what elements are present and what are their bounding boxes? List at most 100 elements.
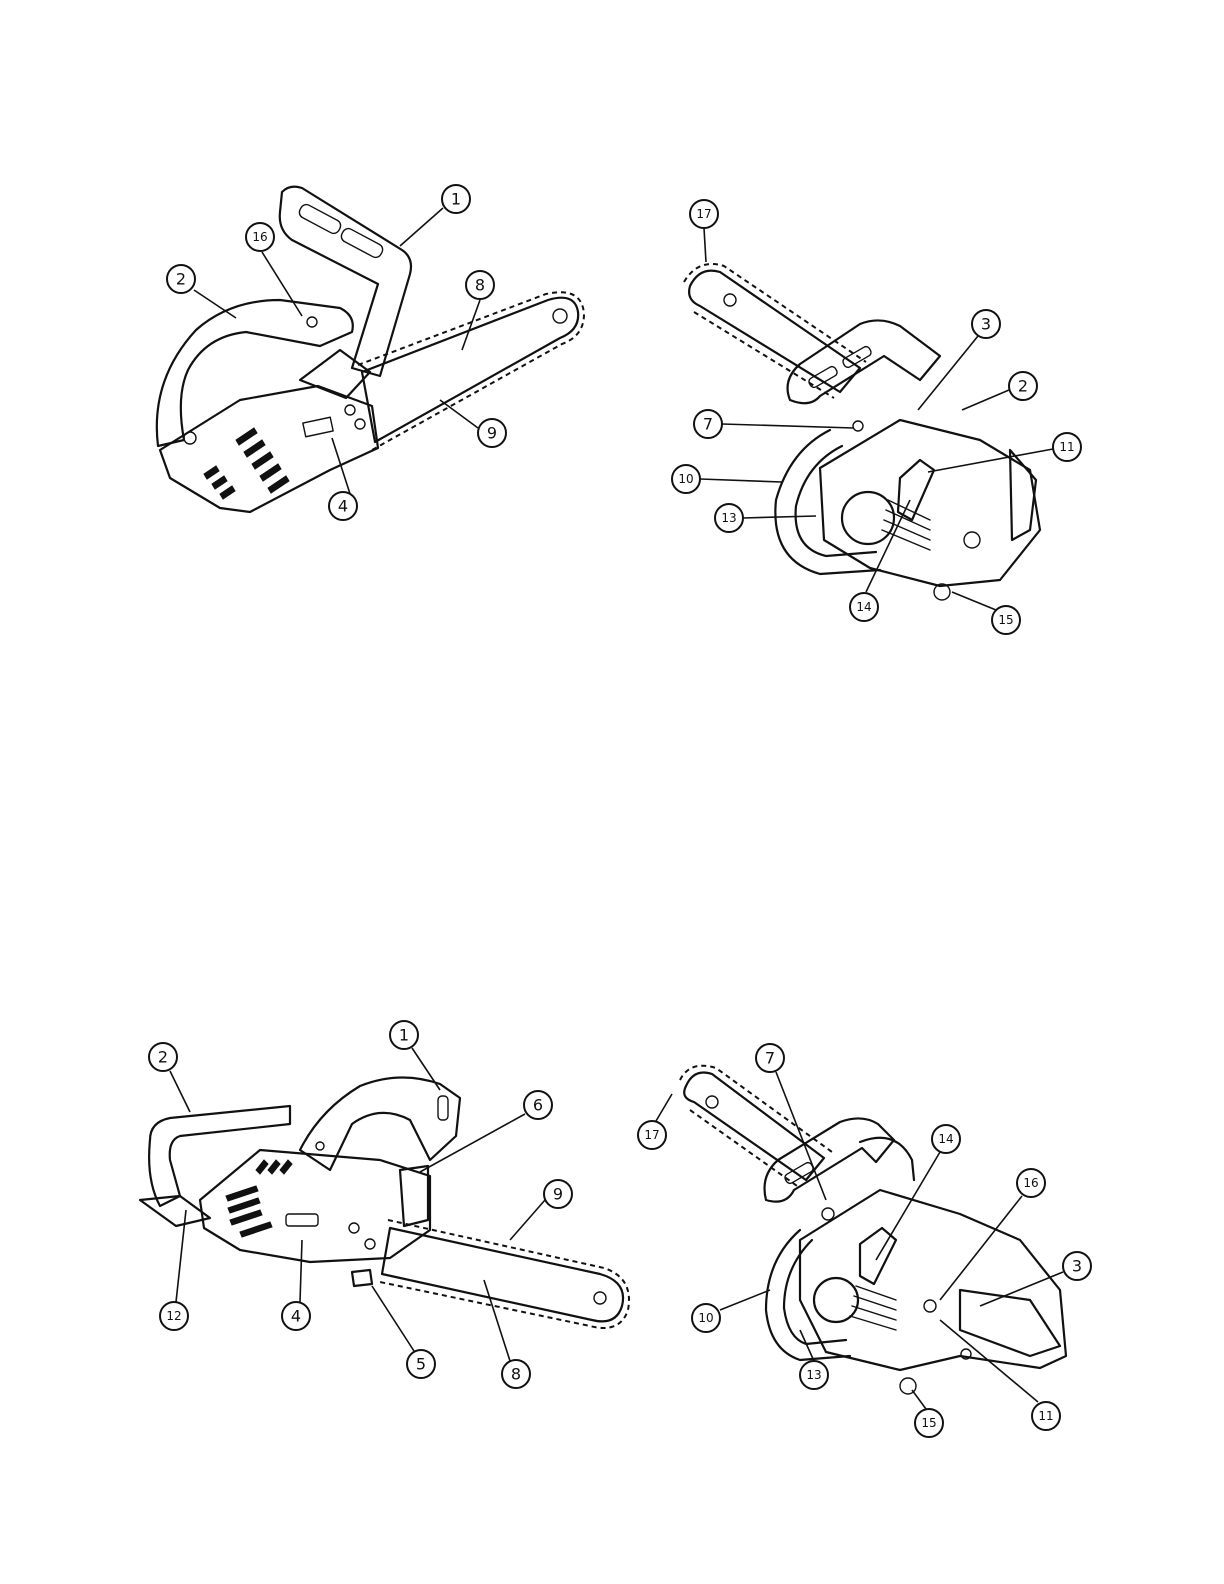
leader-line xyxy=(484,1280,510,1361)
bar-nose-sprocket xyxy=(706,1096,718,1108)
leader-line xyxy=(722,424,854,428)
callout-number: 17 xyxy=(644,1128,659,1142)
handle-knob xyxy=(184,432,196,444)
callout-4: 4 xyxy=(282,1302,310,1330)
front-handle-top xyxy=(860,1138,914,1180)
callout-number: 3 xyxy=(1072,1257,1082,1276)
leader-line xyxy=(194,290,236,318)
callout-number: 17 xyxy=(696,207,711,221)
callout-number: 1 xyxy=(451,190,461,209)
callout-7: 7 xyxy=(694,410,722,438)
callout-number: 6 xyxy=(533,1096,543,1115)
callout-13: 13 xyxy=(715,504,743,532)
front-handle xyxy=(796,446,876,556)
callout-number: 5 xyxy=(416,1355,426,1374)
callout-1: 1 xyxy=(442,185,470,213)
leader-line xyxy=(170,1071,190,1112)
callout-number: 2 xyxy=(1018,377,1028,396)
leader-line xyxy=(700,479,782,482)
callout-2: 2 xyxy=(167,265,195,293)
handle-slot xyxy=(438,1096,448,1120)
stop-switch xyxy=(307,317,317,327)
callout-number: 8 xyxy=(475,276,485,295)
info-label-plate xyxy=(303,417,333,437)
rear-housing xyxy=(1010,450,1036,540)
callout-16: 16 xyxy=(1017,1169,1045,1197)
callout-number: 14 xyxy=(938,1132,953,1146)
air-vents xyxy=(226,1160,292,1237)
leader-line xyxy=(980,1272,1063,1306)
air-vents xyxy=(204,428,289,499)
callout-14: 14 xyxy=(932,1125,960,1153)
callout-number: 7 xyxy=(703,415,713,434)
bar-nut xyxy=(355,419,365,429)
callout-number: 16 xyxy=(252,230,267,244)
callout-11: 11 xyxy=(1053,433,1081,461)
callout-16: 16 xyxy=(246,223,274,251)
leader-line xyxy=(720,1290,770,1310)
leader-line xyxy=(332,438,352,500)
top-handle xyxy=(157,300,353,446)
guide-bar xyxy=(382,1228,623,1321)
callout-3: 3 xyxy=(972,310,1000,338)
guide-bar xyxy=(362,298,578,442)
bar-nut xyxy=(349,1223,359,1233)
callout-5: 5 xyxy=(407,1350,435,1378)
leader-line xyxy=(743,516,816,518)
callout-number: 3 xyxy=(981,315,991,334)
callout-10: 10 xyxy=(672,465,700,493)
leader-line xyxy=(962,390,1009,410)
callout-11: 11 xyxy=(1032,1402,1060,1430)
leader-line xyxy=(912,1390,926,1409)
leader-line xyxy=(704,228,706,262)
clutch-cover xyxy=(842,492,894,544)
leader-line xyxy=(420,1114,525,1172)
callout-9: 9 xyxy=(544,1180,572,1208)
leader-line xyxy=(412,1048,440,1090)
front-hand-guard xyxy=(765,1118,895,1201)
callout-number: 12 xyxy=(166,1309,181,1323)
info-label-plate xyxy=(286,1214,318,1226)
leader-line xyxy=(510,1200,545,1240)
leader-line xyxy=(440,400,478,428)
throttle-trigger xyxy=(898,460,934,520)
guard-slot xyxy=(297,202,342,235)
bar-nut xyxy=(345,405,355,415)
callout-15: 15 xyxy=(915,1409,943,1437)
callout-17: 17 xyxy=(638,1121,666,1149)
starter-grip xyxy=(964,532,980,548)
leader-line xyxy=(952,592,996,610)
chain-catcher xyxy=(352,1270,372,1286)
callout-number: 4 xyxy=(291,1307,301,1326)
callout-number: 15 xyxy=(921,1416,936,1430)
saw-chain xyxy=(690,1110,800,1188)
callout-15: 15 xyxy=(992,606,1020,634)
choke-knob xyxy=(822,1208,834,1220)
rear-handle xyxy=(960,1290,1060,1356)
callout-number: 9 xyxy=(553,1185,563,1204)
guide-bar xyxy=(689,271,860,392)
rear-handle xyxy=(149,1106,290,1206)
chain-brake-lever xyxy=(300,350,370,398)
diagram-top-left xyxy=(157,187,584,512)
leader-line xyxy=(372,1286,414,1351)
callout-number: 7 xyxy=(765,1049,775,1068)
callout-number: 15 xyxy=(998,613,1013,627)
handle-screw xyxy=(316,1142,324,1150)
callout-10: 10 xyxy=(692,1304,720,1332)
callout-4: 4 xyxy=(329,492,357,520)
leader-line xyxy=(400,208,443,246)
leader-line xyxy=(656,1094,672,1121)
engine-housing xyxy=(820,420,1040,586)
bar-nut xyxy=(365,1239,375,1249)
callout-7: 7 xyxy=(756,1044,784,1072)
callout-number: 11 xyxy=(1038,1409,1053,1423)
stop-switch xyxy=(853,421,863,431)
callout-14: 14 xyxy=(850,593,878,621)
callout-13: 13 xyxy=(800,1361,828,1389)
callout-2: 2 xyxy=(149,1043,177,1071)
leader-line xyxy=(462,300,480,350)
callout-number: 2 xyxy=(176,270,186,289)
leader-line xyxy=(928,449,1053,472)
